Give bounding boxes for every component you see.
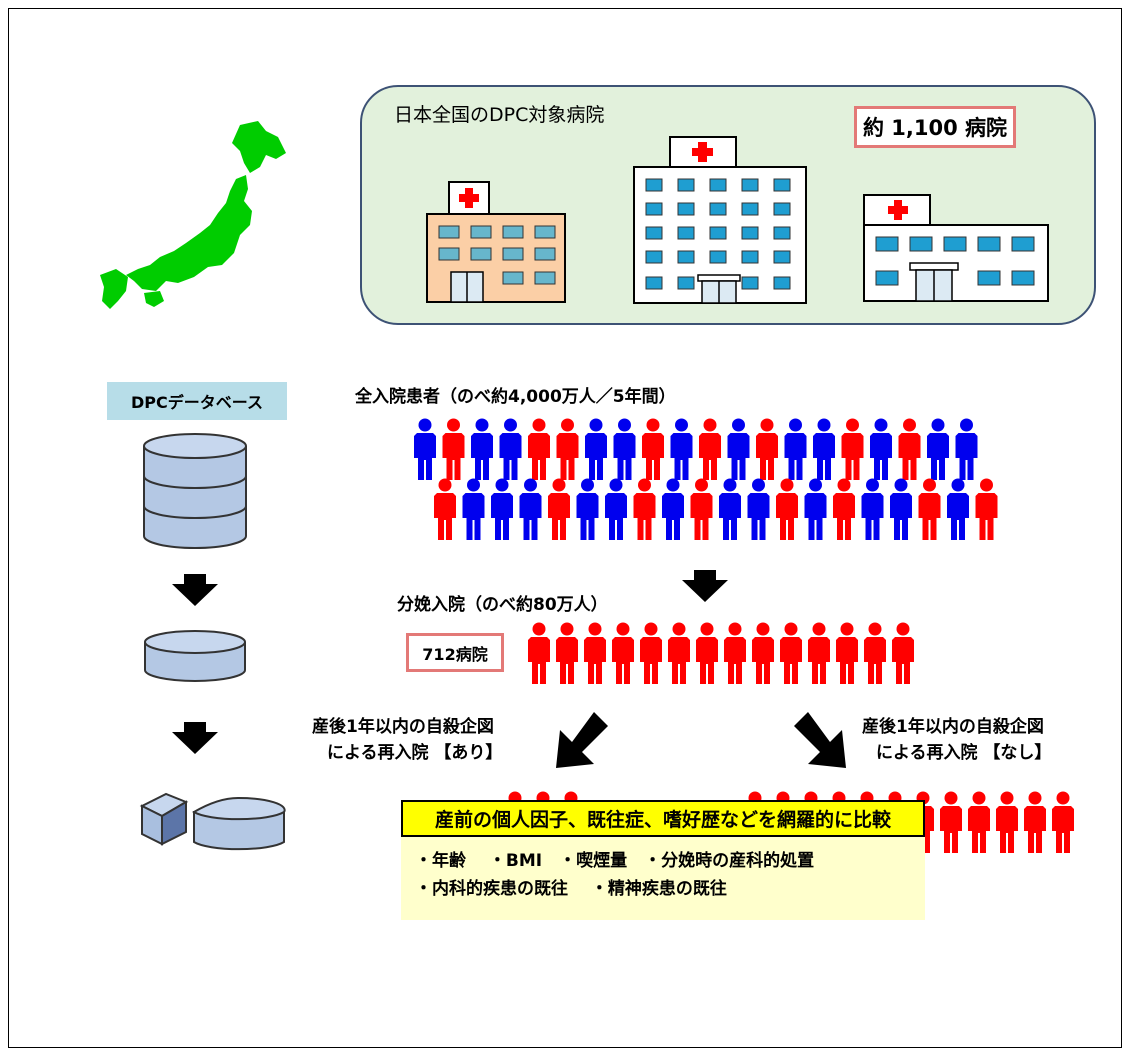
person-icon bbox=[813, 418, 835, 480]
person-icon bbox=[442, 418, 465, 480]
person-icon bbox=[612, 622, 634, 684]
person-icon bbox=[927, 418, 949, 480]
delivery-label: 分娩入院（のべ約80万人） bbox=[397, 595, 608, 615]
person-icon bbox=[864, 622, 886, 684]
person-icon bbox=[633, 478, 656, 540]
hospital-icon bbox=[633, 136, 807, 304]
person-icon bbox=[699, 418, 721, 480]
person-icon bbox=[584, 622, 606, 684]
person-icon bbox=[727, 418, 750, 480]
outcome-no-line1: 産後1年以内の自殺企図 bbox=[862, 717, 1044, 737]
arrow-diagonal-icon bbox=[794, 712, 846, 768]
person-icon bbox=[780, 622, 802, 684]
person-icon bbox=[968, 791, 990, 853]
person-icon bbox=[1024, 791, 1046, 853]
person-icon bbox=[548, 478, 570, 540]
person-icon bbox=[996, 791, 1018, 853]
arrow-down-icon bbox=[682, 570, 728, 602]
database-icon bbox=[144, 630, 246, 682]
person-icon bbox=[605, 478, 627, 540]
person-icon bbox=[756, 418, 778, 480]
person-icon bbox=[804, 478, 827, 540]
person-icon bbox=[668, 622, 690, 684]
delivery-hospital-count: 712病院 bbox=[406, 633, 504, 672]
person-icon bbox=[947, 478, 969, 540]
arrow-diagonal-icon bbox=[556, 712, 608, 768]
person-icon bbox=[975, 478, 998, 540]
hospital-panel-title: 日本全国のDPC対象病院 bbox=[394, 104, 605, 126]
person-icon bbox=[519, 478, 542, 540]
person-icon bbox=[585, 418, 607, 480]
person-icon bbox=[918, 478, 941, 540]
pie-split-icon bbox=[139, 792, 286, 851]
all-patients-label: 全入院患者（のべ約4,000万人／5年間） bbox=[355, 387, 676, 407]
person-icon bbox=[898, 418, 921, 480]
hospital-icon bbox=[426, 181, 566, 303]
person-icon bbox=[940, 791, 962, 853]
person-icon bbox=[890, 478, 912, 540]
person-icon bbox=[556, 622, 578, 684]
arrow-down-icon bbox=[172, 722, 218, 754]
outcome-no-line2: による再入院 【なし】 bbox=[876, 743, 1052, 763]
person-icon bbox=[640, 622, 662, 684]
person-icon bbox=[833, 478, 855, 540]
person-icon bbox=[719, 478, 741, 540]
person-icon bbox=[662, 478, 684, 540]
person-icon bbox=[528, 418, 550, 480]
japan-map-icon bbox=[100, 121, 286, 309]
person-icon bbox=[414, 418, 436, 480]
hospital-count-badge: 約 1,100 病院 bbox=[854, 106, 1016, 148]
person-icon bbox=[462, 478, 485, 540]
person-icon bbox=[690, 478, 713, 540]
person-icon bbox=[576, 478, 599, 540]
person-icon bbox=[808, 622, 830, 684]
person-icon bbox=[613, 418, 636, 480]
person-icon bbox=[870, 418, 892, 480]
person-icon bbox=[1052, 791, 1074, 853]
person-icon bbox=[670, 418, 693, 480]
person-icon bbox=[836, 622, 858, 684]
person-icon bbox=[499, 418, 522, 480]
comparison-line1: ・年齢 ・BMI ・喫煙量 ・分娩時の産科的処置 bbox=[415, 851, 815, 871]
arrow-down-icon bbox=[172, 574, 218, 606]
person-icon bbox=[892, 622, 914, 684]
person-icon bbox=[491, 478, 513, 540]
database-label: DPCデータベース bbox=[107, 382, 287, 420]
person-icon bbox=[724, 622, 746, 684]
person-icon bbox=[784, 418, 807, 480]
outcome-yes-line2: による再入院 【あり】 bbox=[327, 743, 503, 763]
comparison-title: 産前の個人因子、既往症、嗜好歴などを網羅的に比較 bbox=[401, 800, 925, 837]
comparison-box: 産前の個人因子、既往症、嗜好歴などを網羅的に比較 ・年齢 ・BMI ・喫煙量 ・… bbox=[401, 800, 925, 920]
person-icon bbox=[434, 478, 456, 540]
person-icon bbox=[642, 418, 664, 480]
person-icon bbox=[841, 418, 864, 480]
database-icon bbox=[143, 433, 247, 549]
person-icon bbox=[752, 622, 774, 684]
person-icon bbox=[955, 418, 978, 480]
person-icon bbox=[861, 478, 884, 540]
person-icon bbox=[696, 622, 718, 684]
comparison-line2: ・内科的疾患の既往 ・精神疾患の既往 bbox=[415, 879, 727, 899]
person-icon bbox=[528, 622, 550, 684]
person-icon bbox=[471, 418, 493, 480]
outcome-yes-line1: 産後1年以内の自殺企図 bbox=[312, 717, 494, 737]
person-icon bbox=[776, 478, 798, 540]
hospital-icon bbox=[863, 194, 1049, 302]
person-icon bbox=[747, 478, 770, 540]
person-icon bbox=[556, 418, 579, 480]
